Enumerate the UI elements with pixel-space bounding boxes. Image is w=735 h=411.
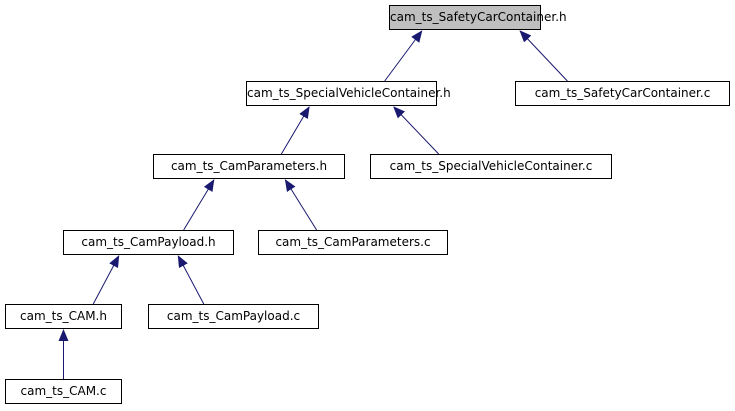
node-safety-car-container-c[interactable]: cam_ts_SafetyCarContainer.c xyxy=(515,81,730,106)
edge-cam_h-to-cam_payload_h xyxy=(92,255,120,305)
node-special-vehicle-container-h[interactable]: cam_ts_SpecialVehicleContainer.h xyxy=(246,81,451,106)
edge-special_vehicle_container_c-to-special_vehicle_container_h xyxy=(393,106,440,155)
node-cam-payload-h[interactable]: cam_ts_CamPayload.h xyxy=(63,230,234,255)
node-cam-c[interactable]: cam_ts_CAM.c xyxy=(5,379,122,404)
node-cam-parameters-h[interactable]: cam_ts_CamParameters.h xyxy=(153,154,345,179)
node-safety-car-container-h: cam_ts_SafetyCarContainer.h xyxy=(389,5,567,30)
node-special-vehicle-container-c[interactable]: cam_ts_SpecialVehicleContainer.c xyxy=(370,154,612,179)
node-cam-parameters-c[interactable]: cam_ts_CamParameters.c xyxy=(258,230,448,255)
edge-cam_parameters_c-to-cam_parameters_h xyxy=(284,179,318,231)
edge-special_vehicle_container_h-to-safety_car_container_h xyxy=(384,30,423,82)
edge-safety_car_container_c-to-safety_car_container_h xyxy=(519,30,568,82)
edge-cam_parameters_h-to-special_vehicle_container_h xyxy=(280,106,310,155)
edge-cam_payload_h-to-cam_parameters_h xyxy=(183,179,215,231)
node-cam-h[interactable]: cam_ts_CAM.h xyxy=(5,304,122,329)
node-cam-payload-c[interactable]: cam_ts_CamPayload.c xyxy=(148,304,319,329)
edge-cam_payload_c-to-cam_payload_h xyxy=(177,255,205,305)
